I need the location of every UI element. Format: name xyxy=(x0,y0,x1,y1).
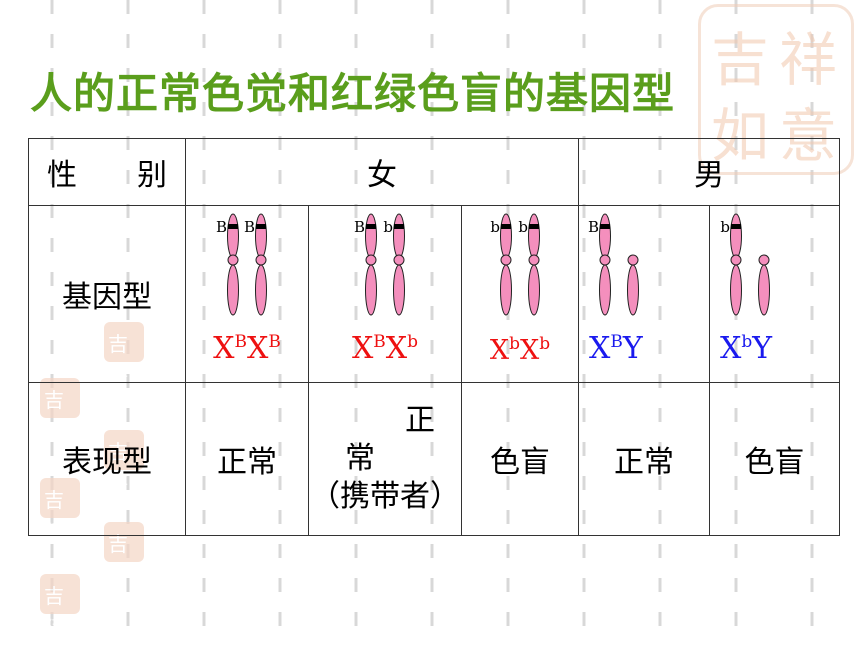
phenotype-line: 常 xyxy=(345,441,375,476)
chromosome-upper-arm xyxy=(227,213,239,259)
chromosome-centromere xyxy=(393,254,405,266)
chromosome-lower-arm xyxy=(393,264,405,316)
genotype-label: XBXB xyxy=(213,331,281,366)
gene-locus-band xyxy=(394,224,404,229)
phenotype-line: （携带者） xyxy=(310,479,460,514)
phenotype-row: 表现型 正常 正 常 （携带者） 色盲 正常 色盲 xyxy=(28,382,840,536)
gene-locus-band xyxy=(228,224,238,229)
genotype-cell: B XBY xyxy=(578,205,710,383)
y-chromosome-centromere xyxy=(758,254,770,266)
sex-header: 性 别 xyxy=(28,138,186,206)
phenotype-row-label: 表现型 xyxy=(28,382,186,536)
phenotype-cell: 色盲 xyxy=(709,382,840,536)
y-chromosome-arm xyxy=(758,264,770,316)
chromosome-centromere xyxy=(599,254,611,266)
allele-label: B xyxy=(588,218,599,236)
chromosome-lower-arm xyxy=(528,264,540,316)
allele-label: b xyxy=(720,218,730,236)
chromosome-svg: B xyxy=(588,213,639,316)
allele-label: B xyxy=(354,218,365,236)
allele-label: b xyxy=(518,218,528,236)
phenotype-cell: 色盲 xyxy=(461,382,579,536)
chromosome-upper-arm xyxy=(255,213,267,259)
male-header: 男 xyxy=(578,138,840,206)
genotype-label: XbXb xyxy=(489,334,551,366)
chromosome-centromere xyxy=(365,254,377,266)
chromosome-upper-arm xyxy=(528,213,540,259)
chromosome-diagram: b xyxy=(710,212,839,330)
chromosome-lower-arm xyxy=(500,264,512,316)
chromosome-upper-arm xyxy=(500,213,512,259)
phenotype-cell: 正常 xyxy=(185,382,309,536)
genotype-row-label: 基因型 xyxy=(28,205,186,383)
gene-locus-band xyxy=(501,224,511,229)
chromosome-lower-arm xyxy=(255,264,267,316)
chromosome-upper-arm xyxy=(365,213,377,259)
chromosome-lower-arm xyxy=(365,264,377,316)
phenotype-line: 正 xyxy=(405,403,435,438)
chromosome-centromere xyxy=(227,254,239,266)
chromosome-upper-arm xyxy=(393,213,405,259)
chromosome-centromere xyxy=(528,254,540,266)
table-header-row: 性 别 女 男 xyxy=(28,138,840,206)
phenotype-cell: 正常 xyxy=(578,382,710,536)
chromosome-lower-arm xyxy=(730,264,742,316)
y-chromosome-arm xyxy=(627,264,639,316)
genotype-label: XbY xyxy=(720,331,773,366)
gene-locus-band xyxy=(731,224,741,229)
gene-locus-band xyxy=(366,224,376,229)
gene-locus-band xyxy=(600,224,610,229)
gene-locus-band xyxy=(256,224,266,229)
allele-label: b xyxy=(490,218,500,236)
chromosome-lower-arm xyxy=(599,264,611,316)
chromosome-centromere xyxy=(730,254,742,266)
genotype-cell: b XbY xyxy=(709,205,840,383)
chromosome-lower-arm xyxy=(227,264,239,316)
allele-label: B xyxy=(216,218,227,236)
chromosome-svg: b xyxy=(720,213,770,316)
chromosome-upper-arm xyxy=(730,213,742,259)
chromosome-upper-arm xyxy=(599,213,611,259)
allele-label: b xyxy=(383,218,393,236)
chromosome-diagram: B xyxy=(579,212,709,330)
decorative-seal-small: 吉祥 xyxy=(40,574,80,637)
gene-locus-band xyxy=(529,224,539,229)
chromosome-centromere xyxy=(255,254,267,266)
phenotype-cell: 正 常 （携带者） xyxy=(308,382,462,536)
page-title: 人的正常色觉和红绿色盲的基因型 xyxy=(30,69,676,118)
y-chromosome-centromere xyxy=(627,254,639,266)
female-header: 女 xyxy=(185,138,579,206)
allele-label: B xyxy=(244,218,255,236)
chromosome-centromere xyxy=(500,254,512,266)
genotype-label: XBY xyxy=(589,331,643,366)
genotype-label: XBXb xyxy=(351,331,419,366)
